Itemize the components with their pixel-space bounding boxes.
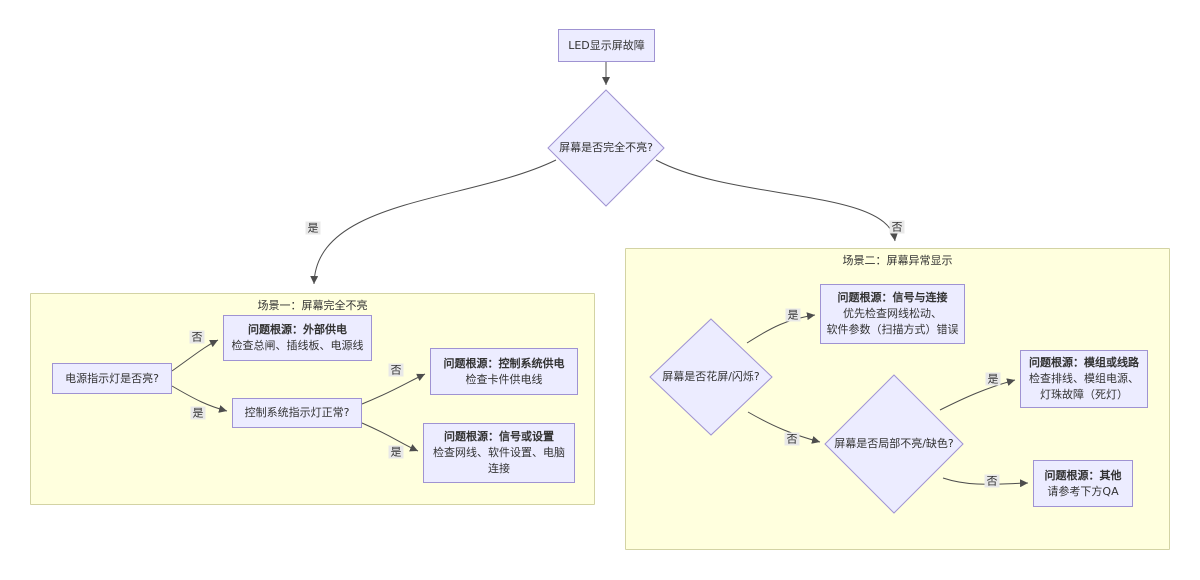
edge-control-no	[361, 373, 426, 405]
result-signal-connection-desc: 优先检查网线松动、 软件参数（扫描方式）错误	[826, 307, 959, 336]
result-signal-setting-title: 问题根源：信号或设置	[444, 430, 554, 443]
edge-partial-yes	[939, 378, 1016, 411]
result-signal-connection-node: 问题根源：信号与连接 优先检查网线松动、 软件参数（扫描方式）错误	[820, 284, 965, 344]
result-module-circuit-title: 问题根源：模组或线路	[1029, 356, 1139, 369]
edge-label-control-no: 否	[388, 363, 404, 377]
decision-root-label: 屏幕是否完全不亮?	[559, 141, 653, 154]
result-signal-setting-desc: 检查网线、软件设置、电脑 连接	[433, 446, 565, 475]
result-external-power-title: 问题根源：外部供电	[248, 323, 347, 336]
start-node: LED显示屏故障	[558, 29, 655, 62]
edge-label-power-yes: 是	[190, 406, 206, 420]
result-control-power-node: 问题根源：控制系统供电 检查卡件供电线	[430, 348, 578, 395]
question-control-node: 控制系统指示灯正常?	[232, 398, 362, 428]
edge-partial-no	[942, 477, 1029, 488]
decision-partial-label: 屏幕是否局部不亮/缺色?	[834, 437, 954, 450]
result-signal-connection-title: 问题根源：信号与连接	[837, 291, 948, 304]
result-control-power-title: 问题根源：控制系统供电	[443, 356, 565, 370]
edge-flicker-yes	[746, 312, 816, 344]
result-signal-setting-node: 问题根源：信号或设置 检查网线、软件设置、电脑 连接	[423, 423, 575, 483]
edge-control-yes	[361, 422, 419, 452]
edge-label-partial-yes: 是	[985, 372, 1001, 386]
edge-label-flicker-yes: 是	[785, 308, 801, 322]
result-other-desc: 请参考下方QA	[1047, 484, 1119, 498]
decision-flicker-shape	[649, 318, 773, 436]
decision-flicker-label: 屏幕是否花屏/闪烁?	[662, 370, 760, 383]
edge-label-power-no: 否	[189, 330, 205, 344]
result-other-title: 问题根源：其他	[1044, 468, 1122, 482]
result-module-circuit-node: 问题根源：模组或线路 检查排线、模组电源、 灯珠故障（死灯）	[1020, 350, 1148, 408]
edge-label-flicker-no: 否	[784, 432, 800, 446]
edge-root-yes	[310, 159, 557, 285]
edge-label-root-no: 否	[889, 220, 905, 234]
edge-flicker-no	[747, 411, 821, 444]
result-control-power-desc: 检查卡件供电线	[465, 372, 543, 386]
question-control-label: 控制系统指示灯正常?	[244, 406, 350, 419]
start-node-label: LED显示屏故障	[568, 38, 645, 52]
edge-label-control-yes: 是	[388, 445, 404, 459]
result-external-power-node: 问题根源：外部供电 检查总闸、插线板、电源线	[223, 315, 372, 361]
decision-root-shape	[547, 89, 665, 207]
scenario2-title: 场景二：屏幕异常显示	[842, 254, 953, 267]
result-module-circuit-desc: 检查排线、模组电源、 灯珠故障（死灯）	[1029, 372, 1139, 401]
edge-label-partial-no: 否	[984, 474, 1000, 488]
result-other-node: 问题根源：其他 请参考下方QA	[1033, 460, 1133, 507]
edge-root-no	[655, 159, 898, 242]
edge-power-yes	[171, 385, 228, 413]
edge-power-no	[171, 339, 219, 372]
decision-partial-shape	[824, 374, 964, 514]
edge-label-root-yes: 是	[305, 221, 321, 235]
question-power-label: 电源指示灯是否亮?	[65, 371, 159, 385]
scenario1-title: 场景一：屏幕完全不亮	[257, 299, 368, 312]
result-external-power-desc: 检查总闸、插线板、电源线	[231, 339, 364, 352]
question-power-node: 电源指示灯是否亮?	[52, 363, 172, 394]
